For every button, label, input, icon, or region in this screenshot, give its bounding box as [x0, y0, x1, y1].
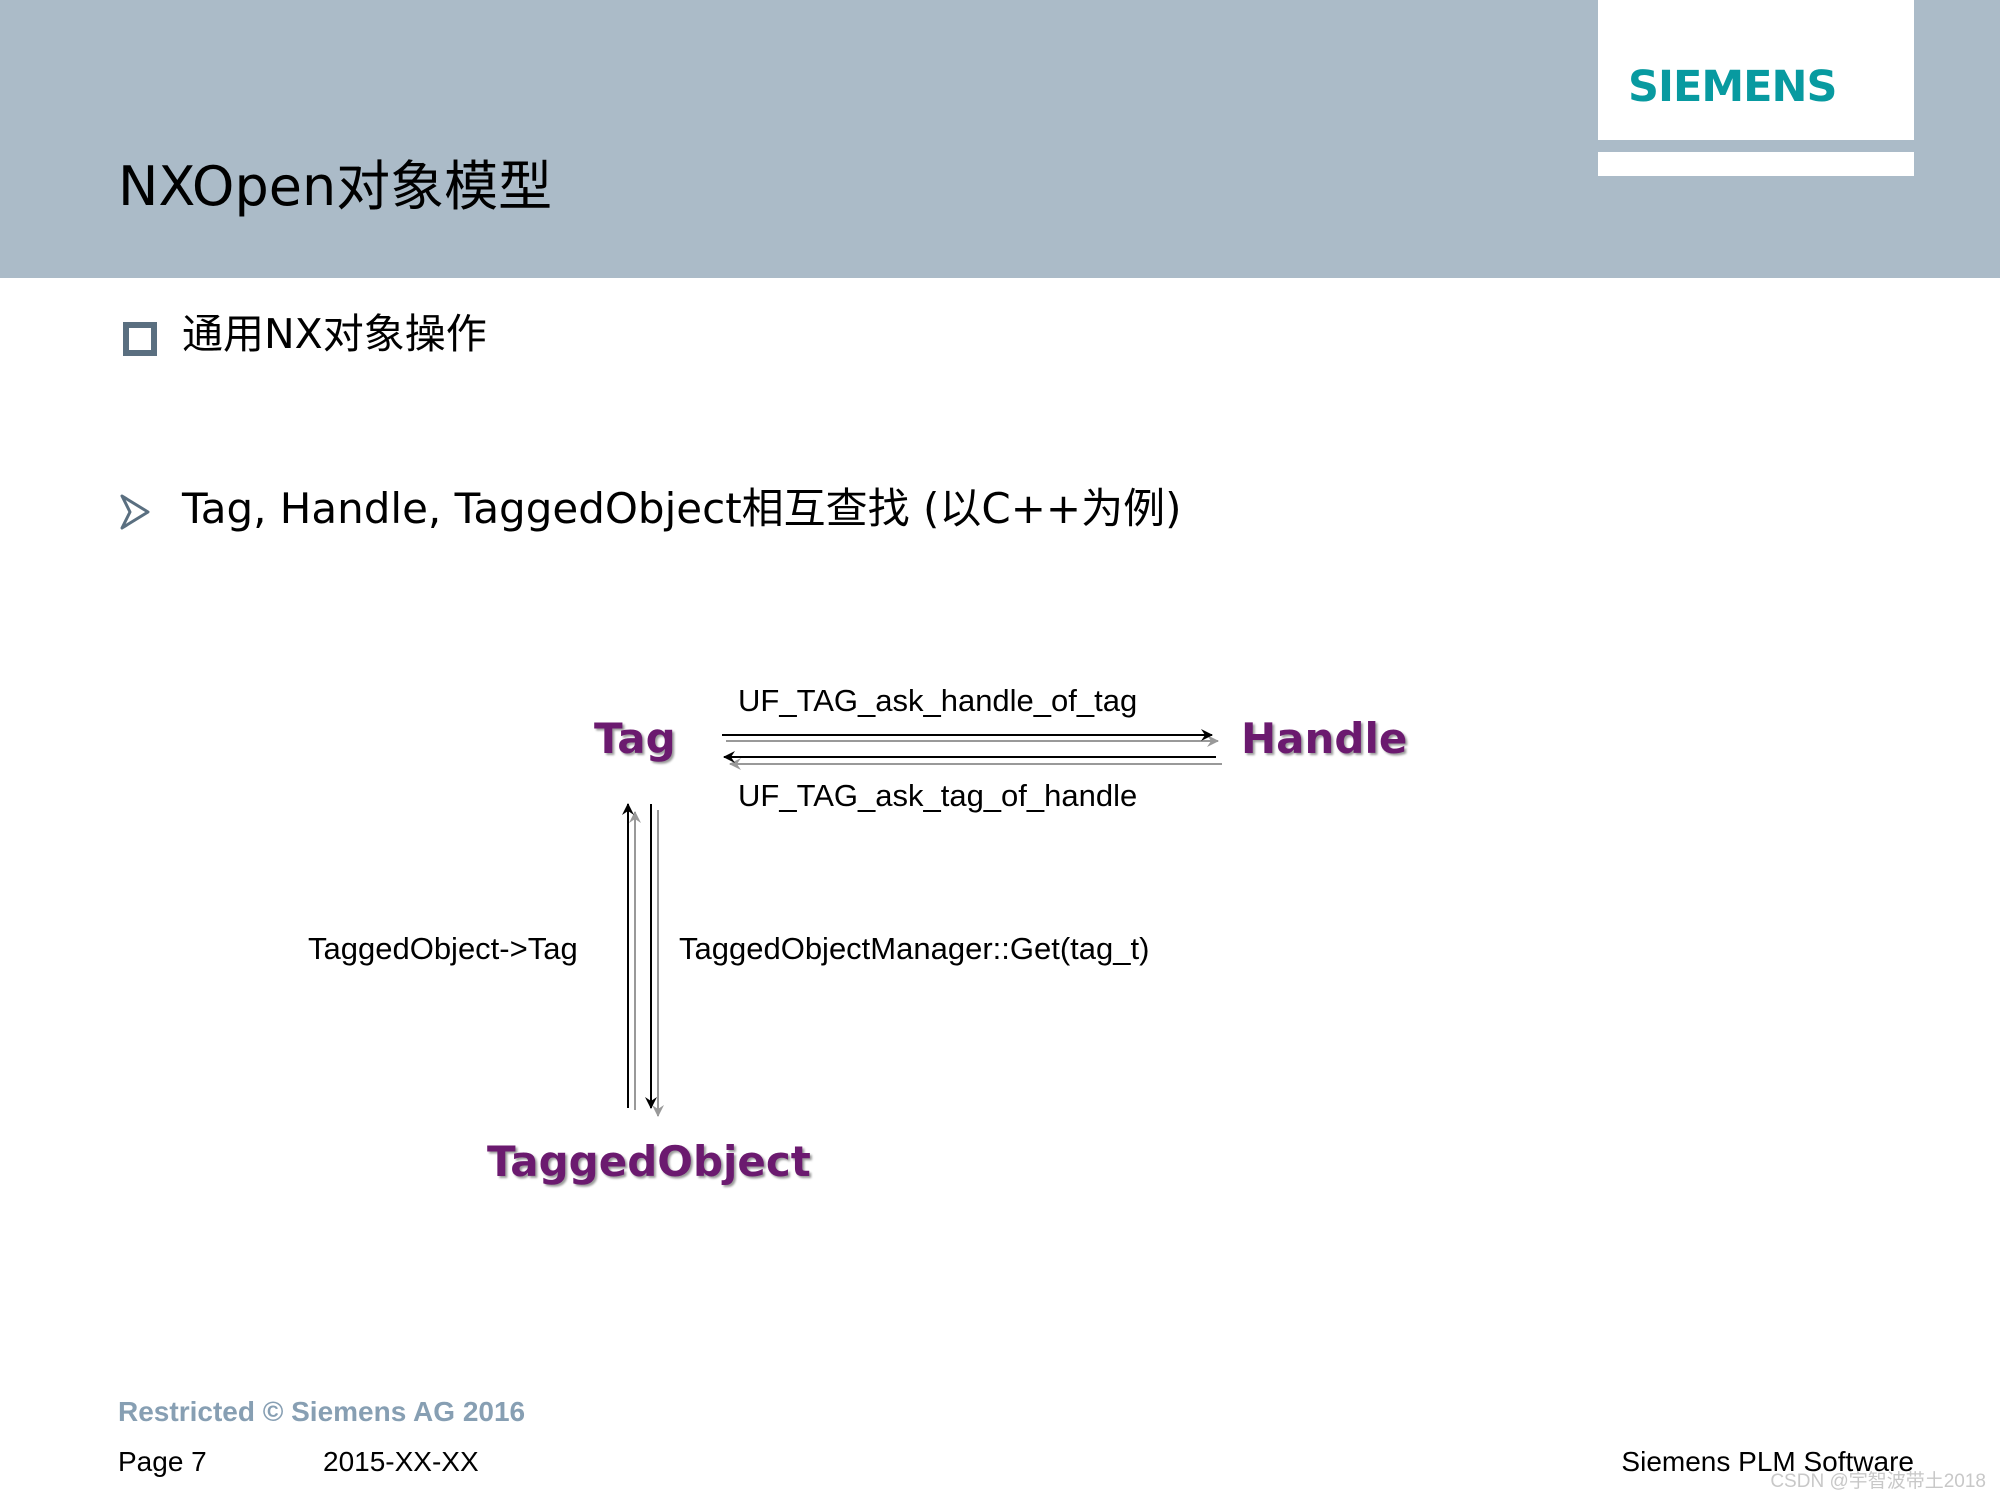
- logo-stripe: [1598, 152, 1914, 176]
- label-tag-to-taggedobject: TaggedObjectManager::Get(tag_t): [679, 931, 1150, 966]
- footer-company: Siemens PLM Software: [1621, 1446, 1914, 1477]
- footer-restricted: Restricted © Siemens AG 2016: [118, 1396, 526, 1427]
- siemens-logo: SIEMENS: [1628, 62, 1837, 112]
- square-bullet-icon: [123, 322, 157, 356]
- node-tagged-object: TaggedObject: [487, 1137, 811, 1186]
- logo-box: [1598, 0, 1914, 140]
- arrow-tag-to-handle: [722, 729, 1219, 747]
- footer-date: 2015-XX-XX: [323, 1446, 479, 1477]
- arrow-tag-to-taggedobject: [645, 804, 664, 1117]
- label-taggedobject-to-tag: TaggedObject->Tag: [308, 931, 578, 966]
- footer-page-number: Page 7: [118, 1446, 207, 1477]
- label-tag-to-handle: UF_TAG_ask_handle_of_tag: [738, 683, 1138, 718]
- arrow-handle-to-tag: [723, 751, 1222, 770]
- watermark: CSDN @宇智波带土2018: [1770, 1471, 1986, 1492]
- arrow-taggedobject-to-tag: [622, 803, 641, 1110]
- bullet-text-1: 通用NX对象操作: [182, 310, 487, 358]
- arrowhead-bullet-icon: [120, 494, 150, 530]
- page-title: NXOpen对象模型: [118, 155, 553, 218]
- bullet-text-2: Tag, Handle, TaggedObject相互查找 (以C++为例): [182, 484, 1182, 533]
- node-handle: Handle: [1241, 714, 1408, 763]
- label-handle-to-tag: UF_TAG_ask_tag_of_handle: [738, 778, 1138, 813]
- node-tag: Tag: [594, 714, 676, 763]
